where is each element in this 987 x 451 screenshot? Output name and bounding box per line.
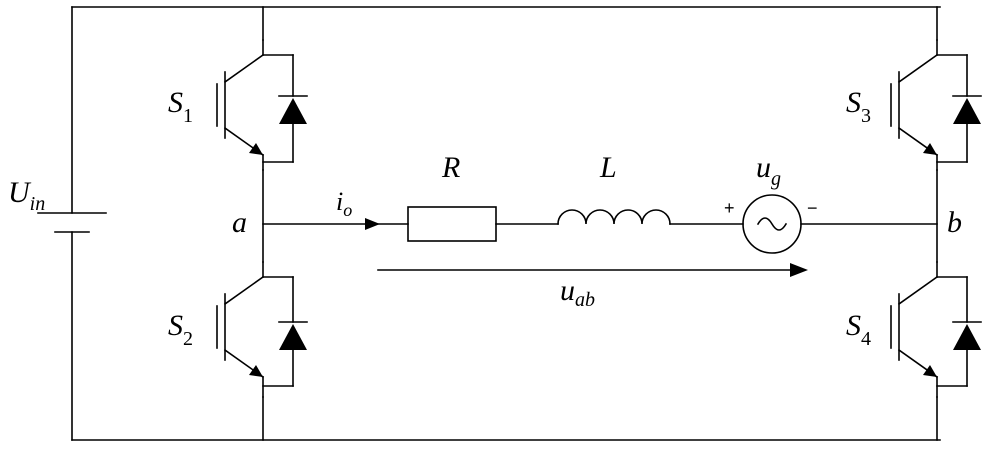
igbt-icon (890, 261, 939, 398)
switch-s4 (890, 261, 982, 398)
diode-icon (262, 276, 308, 387)
inductor-label: L (599, 151, 617, 184)
igbt-icon (216, 261, 265, 398)
voltage-arrow-icon (377, 263, 808, 277)
s3-label: S3 (846, 86, 871, 127)
current-arrow-icon (365, 218, 380, 230)
diode-icon (936, 54, 982, 163)
diode-icon (262, 54, 308, 163)
grid-plus-sign: + (724, 198, 735, 218)
s1-label: S1 (168, 86, 193, 127)
igbt-icon (216, 39, 265, 171)
node-a-label: a (232, 206, 247, 239)
source-label: Uin (8, 176, 45, 215)
grid-source-label: ug (756, 151, 781, 190)
s4-label: S4 (846, 309, 871, 350)
switch-s2 (216, 261, 308, 398)
switch-s3 (890, 39, 982, 171)
s2-label: S2 (168, 309, 193, 350)
igbt-icon (890, 39, 939, 171)
grid-minus-sign: − (807, 198, 818, 218)
switch-s1 (216, 39, 308, 171)
ac-source-icon (742, 194, 802, 254)
node-b-label: b (947, 206, 962, 239)
resistor-icon (407, 206, 497, 242)
current-label: io (336, 187, 352, 220)
resistor-label: R (441, 151, 460, 184)
inductor-icon (557, 209, 671, 225)
diode-icon (936, 276, 982, 387)
dc-battery-icon (37, 6, 107, 441)
voltage-label: uab (560, 274, 595, 311)
